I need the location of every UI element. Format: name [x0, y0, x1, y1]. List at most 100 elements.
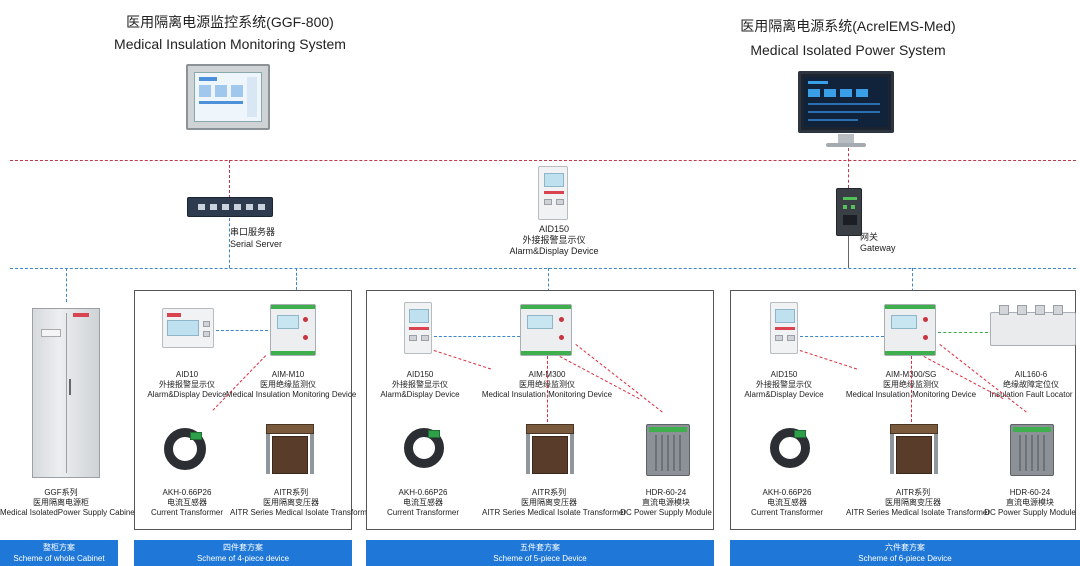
aid10-model: AID10 [175, 370, 199, 379]
ct-scheme5-en: Current Transformer [386, 508, 460, 517]
ct-scheme5-image [404, 428, 444, 468]
cabinet-cn: 医用隔离电源柜 [33, 498, 89, 507]
serial-server-cn: 串口服务器 [230, 227, 276, 237]
aid150-top-en: Alarm&Display Device [509, 246, 599, 256]
footer-cabinet-scheme: 整柜方案 Scheme of whole Cabinet [0, 540, 118, 566]
dc-power-scheme5-image [646, 424, 690, 476]
isolated-power-cabinet-image [32, 308, 100, 478]
footer-scheme4-en: Scheme of 4-piece device [196, 554, 290, 563]
aid150-scheme5-label: AID150 外接报警显示仪 Alarm&Display Device [374, 370, 466, 400]
gateway-cn: 网关 [860, 232, 879, 242]
transformer-scheme4-label: AITR系列 医用隔离变压器 AITR Series Medical Isola… [230, 488, 375, 518]
aim-m300sg-model: AIM-M300/SG [885, 370, 937, 379]
dc-power-scheme5-cn: 直流电源模块 [642, 498, 690, 507]
dc-power-scheme6-image [1010, 424, 1054, 476]
aid150-top-cn: 外接报警显示仪 [522, 235, 586, 245]
cabinet-uplink [66, 268, 67, 302]
aid150-scheme6-image [770, 302, 798, 354]
left-system-title-en: Medical Insulation Monitoring System [114, 36, 346, 52]
footer-scheme5: 五件套方案 Scheme of 5-piece Device [366, 540, 714, 566]
scheme5-uplink [548, 268, 549, 302]
footer-scheme6: 六件套方案 Scheme of 6-piece Device [730, 540, 1080, 566]
ct-scheme5-cn: 电流互感器 [403, 498, 443, 507]
transformer-scheme5-cn: 医用隔离变压器 [521, 498, 577, 507]
upper-network-bus [10, 160, 1076, 161]
aid150-scheme5-en: Alarm&Display Device [380, 390, 460, 399]
pc-uplink [848, 148, 849, 188]
ct-scheme6-cn: 电流互感器 [767, 498, 807, 507]
scheme6-uplink [912, 268, 913, 302]
aid150-scheme6-link [800, 336, 884, 337]
dc-power-scheme5-en: DC Power Supply Module [620, 508, 712, 517]
footer-scheme4-cn: 四件套方案 [223, 543, 263, 552]
ct-scheme4-en: Current Transformer [150, 508, 224, 517]
aim-m300sg-en: Medical Insulation Monitoring Device [845, 390, 977, 399]
serial-downlink [229, 218, 230, 268]
gateway-downlink [848, 236, 849, 268]
footer-scheme6-cn: 六件套方案 [885, 543, 925, 552]
ail160-6-model: AIL160-6 [1014, 370, 1048, 379]
aim-m300sg-cn: 医用绝缘监测仪 [883, 380, 939, 389]
transformer-scheme4-series: AITR系列 [273, 488, 309, 497]
transformer-scheme4-cn: 医用隔离变压器 [263, 498, 319, 507]
scheme4-uplink [296, 268, 297, 304]
aim-m300sg-image [884, 304, 936, 356]
aim-m300-en: Medical Insulation Monitoring Device [481, 390, 613, 399]
serial-uplink [229, 160, 230, 198]
transformer-scheme6-image [890, 424, 938, 476]
gateway-label: 网关 Gateway [860, 232, 920, 254]
aim-m300-transformer-link [547, 356, 548, 422]
serial-server-image [187, 197, 273, 217]
footer-scheme4: 四件套方案 Scheme of 4-piece device [134, 540, 352, 566]
transformer-scheme5-label: AITR系列 医用隔离变压器 AITR Series Medical Isola… [482, 488, 627, 518]
ct-scheme5-terminal [428, 430, 440, 438]
dc-power-scheme5-model: HDR-60-24 [645, 488, 687, 497]
pc-base [826, 143, 866, 147]
aim-m300-image [520, 304, 572, 356]
ct-scheme6-image [770, 428, 810, 468]
aid10-cn: 外接报警显示仪 [159, 380, 215, 389]
aid10-image [162, 308, 214, 348]
footer-scheme6-en: Scheme of 6-piece Device [858, 554, 952, 563]
aim-m10-en: Medical Insulation Monitoring Device [226, 390, 357, 399]
ct-scheme4-terminal [190, 432, 202, 440]
dc-power-scheme6-cn: 直流电源模块 [1006, 498, 1054, 507]
footer-cabinet-en: Scheme of whole Cabinet [13, 554, 105, 563]
right-system-title-en: Medical Isolated Power System [750, 42, 946, 58]
pc-monitor-image [798, 71, 894, 133]
transformer-scheme5-en: AITR Series Medical Isolate Transformer [482, 508, 627, 517]
aid150-scheme6-model: AID150 [770, 370, 798, 379]
transformer-scheme4-image [266, 424, 314, 476]
ct-scheme5-model: AKH-0.66P26 [398, 488, 448, 497]
aim-m10-cn: 医用绝缘监测仪 [260, 380, 316, 389]
aim-m10-model: AIM-M10 [271, 370, 305, 379]
aid10-link [216, 330, 268, 331]
aid150-scheme5-cn: 外接报警显示仪 [392, 380, 448, 389]
cabinet-label: GGF系列 医用隔离电源柜 Medical IsolatedPower Supp… [0, 488, 137, 518]
aid150-scheme6-cn: 外接报警显示仪 [756, 380, 812, 389]
ct-scheme6-label: AKH-0.66P26 电流互感器 Current Transformer [742, 488, 832, 518]
serial-server-label: 串口服务器 Serial Server [230, 226, 290, 250]
transformer-scheme6-series: AITR系列 [895, 488, 931, 497]
ct-scheme4-model: AKH-0.66P26 [162, 488, 212, 497]
monitoring-panel-image [186, 64, 270, 130]
ct-scheme4-label: AKH-0.66P26 电流互感器 Current Transformer [144, 488, 230, 518]
aid150-top-image [538, 166, 568, 220]
ail160-6-cn: 绝缘故障定位仪 [1003, 380, 1059, 389]
transformer-scheme4-en: AITR Series Medical Isolate Transformer [230, 508, 375, 517]
dc-power-scheme6-model: HDR-60-24 [1009, 488, 1051, 497]
aim-m300sg-transformer-link [911, 356, 912, 422]
aid150-top-model: AID150 [538, 224, 570, 234]
transformer-scheme6-cn: 医用隔离变压器 [885, 498, 941, 507]
aim-m300sg-label: AIM-M300/SG 医用绝缘监测仪 Medical Insulation M… [844, 370, 978, 400]
aid150-scheme5-model: AID150 [406, 370, 434, 379]
ct-scheme6-model: AKH-0.66P26 [762, 488, 812, 497]
ct-scheme4-image [164, 428, 206, 470]
ct-scheme6-en: Current Transformer [750, 508, 824, 517]
lower-network-bus [10, 268, 1076, 269]
footer-scheme5-cn: 五件套方案 [520, 543, 560, 552]
aim-m300-model: AIM-M300 [528, 370, 566, 379]
aid10-en: Alarm&Display Device [147, 390, 227, 399]
cabinet-series: GGF系列 [44, 488, 78, 497]
ail160-6-en: Insulation Fault Locator [989, 390, 1073, 399]
